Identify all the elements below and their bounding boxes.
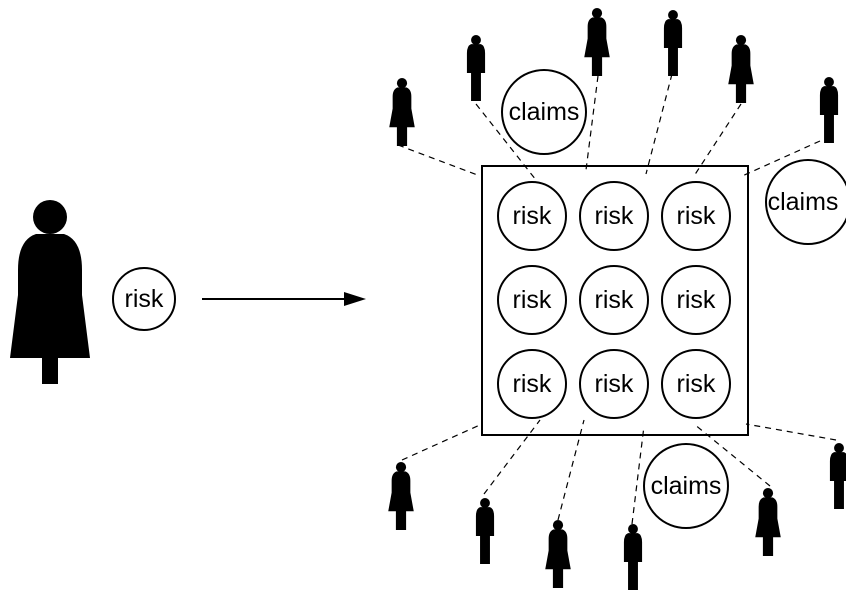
pool-risk-label: risk bbox=[677, 202, 716, 230]
claims-label: claims bbox=[768, 188, 839, 216]
pool-risk-label: risk bbox=[595, 286, 634, 314]
person-icon bbox=[755, 488, 781, 556]
claims-circle: claims bbox=[765, 159, 846, 245]
claims-circle: claims bbox=[643, 443, 729, 529]
pool-risk-circle: risk bbox=[661, 349, 731, 419]
claims-label: claims bbox=[509, 98, 580, 126]
pooling-arrow bbox=[202, 292, 366, 306]
pool-risk-circle: risk bbox=[579, 265, 649, 335]
claims-label: claims bbox=[651, 472, 722, 500]
person-icon bbox=[388, 462, 414, 530]
person-icon bbox=[819, 77, 839, 143]
connector-lines bbox=[397, 73, 837, 525]
person-icon bbox=[663, 10, 683, 76]
person-icon bbox=[389, 78, 415, 146]
individual-risk-label: risk bbox=[125, 285, 164, 313]
pool-risk-label: risk bbox=[677, 370, 716, 398]
pool-risk-circle: risk bbox=[661, 181, 731, 251]
pool-risk-label: risk bbox=[677, 286, 716, 314]
large-person-icon bbox=[10, 200, 90, 384]
person-icon bbox=[623, 524, 643, 590]
pool-risk-label: risk bbox=[513, 286, 552, 314]
risk-pool-box bbox=[481, 165, 749, 436]
pool-risk-circle: risk bbox=[497, 181, 567, 251]
pool-risk-label: risk bbox=[595, 370, 634, 398]
person-icon bbox=[475, 498, 495, 564]
individual-risk-circle: risk bbox=[112, 267, 176, 331]
person-icon bbox=[584, 8, 610, 76]
pool-risk-circle: risk bbox=[661, 265, 731, 335]
pool-risk-circle: risk bbox=[579, 349, 649, 419]
pool-risk-label: risk bbox=[513, 370, 552, 398]
person-icon bbox=[545, 520, 571, 588]
pool-risk-circle: risk bbox=[579, 181, 649, 251]
pool-risks: risk risk risk risk risk risk risk risk … bbox=[497, 181, 731, 419]
pool-risk-label: risk bbox=[513, 202, 552, 230]
person-icon bbox=[829, 443, 846, 509]
person-icon bbox=[466, 35, 486, 101]
claims-circle: claims bbox=[501, 69, 587, 155]
person-icon bbox=[728, 35, 754, 103]
pool-risk-label: risk bbox=[595, 202, 634, 230]
pool-risk-circle: risk bbox=[497, 265, 567, 335]
pool-risk-circle: risk bbox=[497, 349, 567, 419]
